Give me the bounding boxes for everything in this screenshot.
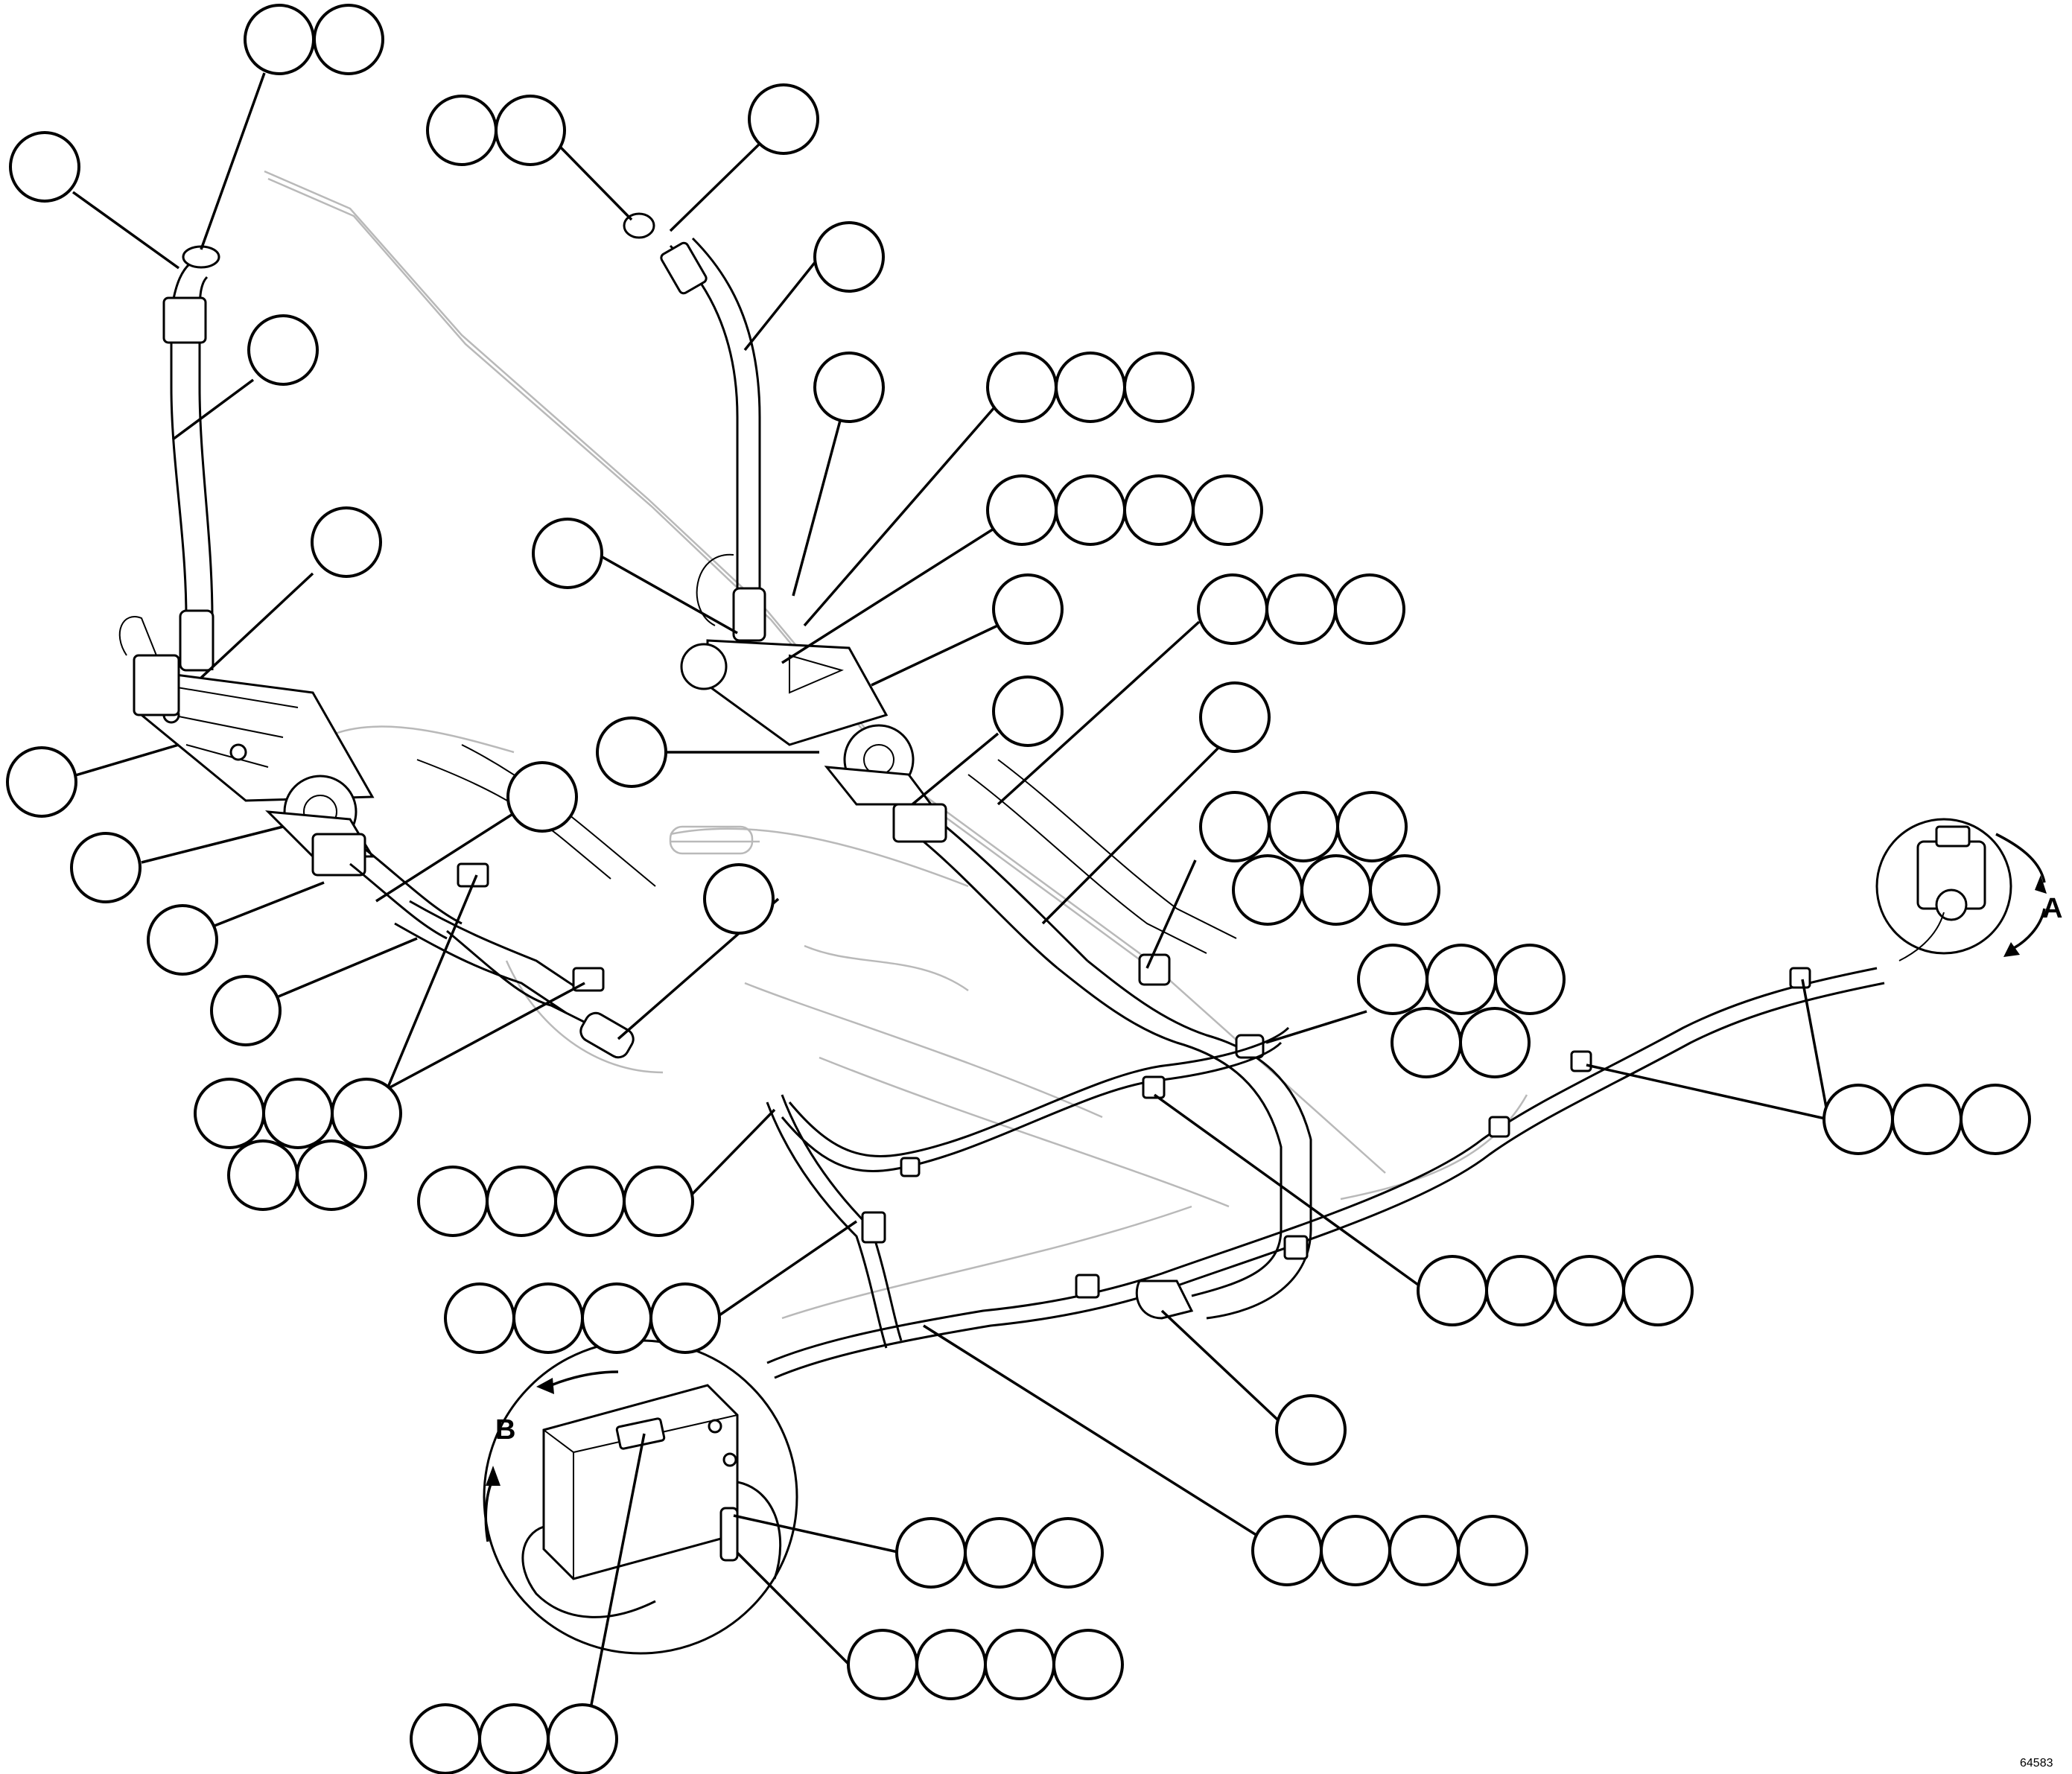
right-hose-assembly [623,212,766,642]
callout-group-harness-clamps [1822,1084,2031,1155]
callout-group-left-five [194,1078,402,1211]
lower-harness [766,967,1885,1379]
right-long-hose [967,759,1312,1320]
detail-view-a: A [1875,818,2062,961]
callout-group-left-hose-bottom [210,975,282,1046]
view-b-label: B [495,1414,515,1446]
right-hose-upper-ferrule-icon [660,241,708,295]
callout-group-left-clamp [506,761,578,833]
callout-group-mid-four-right [1417,1255,1694,1326]
callout-group-bottom-four-right [1251,1515,1528,1586]
callout-group-mid-three [1197,573,1405,645]
callout-group-detail-b-four [847,1629,1124,1700]
callout-group-mid-five [1357,944,1566,1078]
callout-group-right-valve-top [532,518,603,589]
callout-group-hose-left [247,314,319,386]
left-hose-lower-ferrule-icon [179,609,214,672]
leader-lines [71,72,1830,1740]
callout-group-right-block [992,573,1064,645]
right-valve-block [680,639,1089,970]
view-a-label: A [2042,893,2062,924]
callout-group-left-lower-ferrule [311,506,382,578]
left-valve-block [118,616,463,940]
callout-group-mid-seven [1199,791,1440,926]
callout-group-left-bracket [6,746,77,818]
figure-number: 64583 [2020,1757,2053,1770]
left-hose-ferrule-icon [162,296,207,344]
callout-group-right-long-hose [1199,681,1271,753]
callout-group-long-hose-end [703,863,775,935]
left-hose-assembly [162,245,220,672]
callout-group-detail-b-bottom [410,1703,618,1774]
callout-group-top-left-pair [244,4,384,75]
callout-group-junction [1275,1394,1347,1466]
callout-group-detail-b-three [895,1517,1104,1589]
detail-b-rotate-arrow-top [550,1370,619,1387]
callout-group-lower-left-four [417,1166,694,1237]
callout-group-right-hose [813,221,885,293]
callout-group-right-ferrule [813,352,885,423]
callout-group-right-three [986,352,1195,423]
detail-view-b: B [483,1339,798,1655]
callout-group-right-cap [992,675,1064,747]
left-long-hose [394,744,656,1059]
callout-group-left-fitting [147,904,218,976]
detail-a-rotate-arrow [1995,833,2046,883]
callout-bubbles [6,4,2031,1774]
callout-group-right-four [986,474,1263,546]
callout-group-right-bracket [596,716,667,788]
callout-group-right-elbow [748,83,819,155]
callout-group-elbow-left [9,131,80,203]
middle-harness [766,1026,1290,1349]
right-hose-lower-ferrule-icon [732,587,766,642]
callout-group-top-mid-pair [426,95,566,166]
callout-group-left-cap [70,832,142,903]
left-long-hose-end-fitting-icon [579,1011,635,1059]
callout-group-lower-left-four-b [444,1282,721,1354]
left-hose-elbow-fitting-icon [182,245,220,269]
